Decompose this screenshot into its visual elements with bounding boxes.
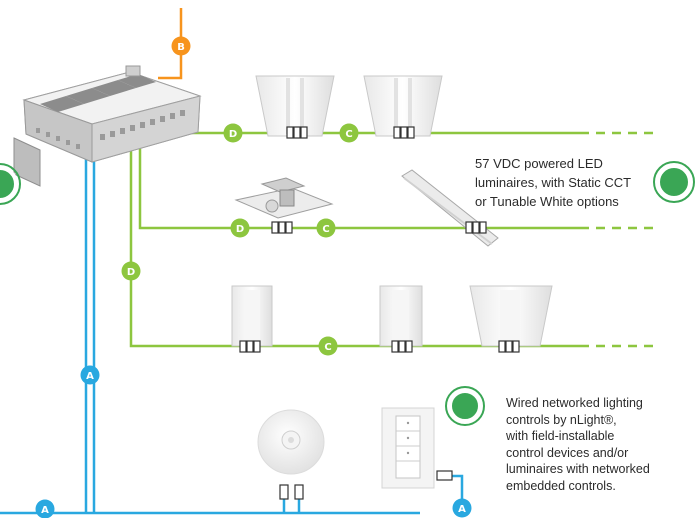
note-luminaires-line: or Tunable White options <box>475 194 619 209</box>
badge-d-label: D <box>236 224 244 235</box>
luminaire-troffer-4 <box>379 285 423 347</box>
badge-a-wallstation: A <box>452 498 472 518</box>
wall-control-station <box>381 407 435 489</box>
badge-c-row2: C <box>316 218 336 238</box>
connector-1 <box>286 126 308 139</box>
note-controls-line: Wired networked lighting <box>506 396 643 410</box>
luminaire-troffer-1 <box>255 75 335 137</box>
badge-a-label: A <box>41 505 49 516</box>
note-controls-line: luminaires with networked <box>506 462 650 476</box>
badge-a-drop: A <box>80 365 100 385</box>
badge-d-row3: D <box>121 261 141 281</box>
note-luminaires: 57 VDC powered LED luminaires, with Stat… <box>475 154 631 211</box>
luminaire-troffer-3 <box>231 285 273 347</box>
luminaire-downlight <box>234 177 334 219</box>
badge-a-label: A <box>458 504 466 515</box>
status-indicator-bottom <box>445 386 485 426</box>
status-indicator-top <box>653 161 695 203</box>
note-controls-line: control devices and/or <box>506 445 629 460</box>
badge-c-label: C <box>322 224 329 235</box>
connector-wallstation <box>436 470 453 481</box>
luminaire-troffer-2 <box>363 75 443 137</box>
occupancy-sensor <box>257 409 325 475</box>
badge-c-row3: C <box>318 336 338 356</box>
badge-a-bus: A <box>35 499 55 518</box>
network-line-sensor <box>282 497 301 513</box>
power-line-row-3 <box>129 146 580 348</box>
connector-4 <box>465 221 487 234</box>
note-luminaires-line: 57 VDC powered LED <box>475 156 603 171</box>
status-indicator-left <box>0 163 21 205</box>
feed-line-orange <box>158 8 183 80</box>
badge-c-label: C <box>324 342 331 353</box>
connector-sensor <box>279 484 304 500</box>
connector-5 <box>239 340 261 353</box>
luminaire-troffer-5 <box>469 285 553 347</box>
badge-d-row1: D <box>223 123 243 143</box>
connectors <box>239 126 520 500</box>
badge-b-feed: B <box>171 36 191 56</box>
badge-b-label: B <box>177 42 185 53</box>
note-controls: Wired networked lighting controls by nLi… <box>506 395 650 494</box>
note-controls-line: with field-installable <box>506 429 615 443</box>
badge-d-label: D <box>229 129 237 140</box>
badge-c-label: C <box>345 129 352 140</box>
badge-a-label: A <box>86 371 94 382</box>
connector-3 <box>271 221 293 234</box>
badge-d-row2: D <box>230 218 250 238</box>
connector-2 <box>393 126 415 139</box>
note-luminaires-line: luminaires, with Static CCT <box>475 175 632 190</box>
badge-d-label: D <box>127 267 135 278</box>
power-pack <box>13 65 202 187</box>
connector-7 <box>498 340 520 353</box>
note-controls-line: controls by nLight®, <box>506 412 617 427</box>
badge-c-row1: C <box>339 123 359 143</box>
connector-6 <box>391 340 413 353</box>
power-line-row-2 <box>138 142 580 230</box>
network-lines <box>0 150 464 516</box>
power-lines <box>129 131 655 348</box>
note-controls-line: embedded controls. <box>506 478 616 493</box>
